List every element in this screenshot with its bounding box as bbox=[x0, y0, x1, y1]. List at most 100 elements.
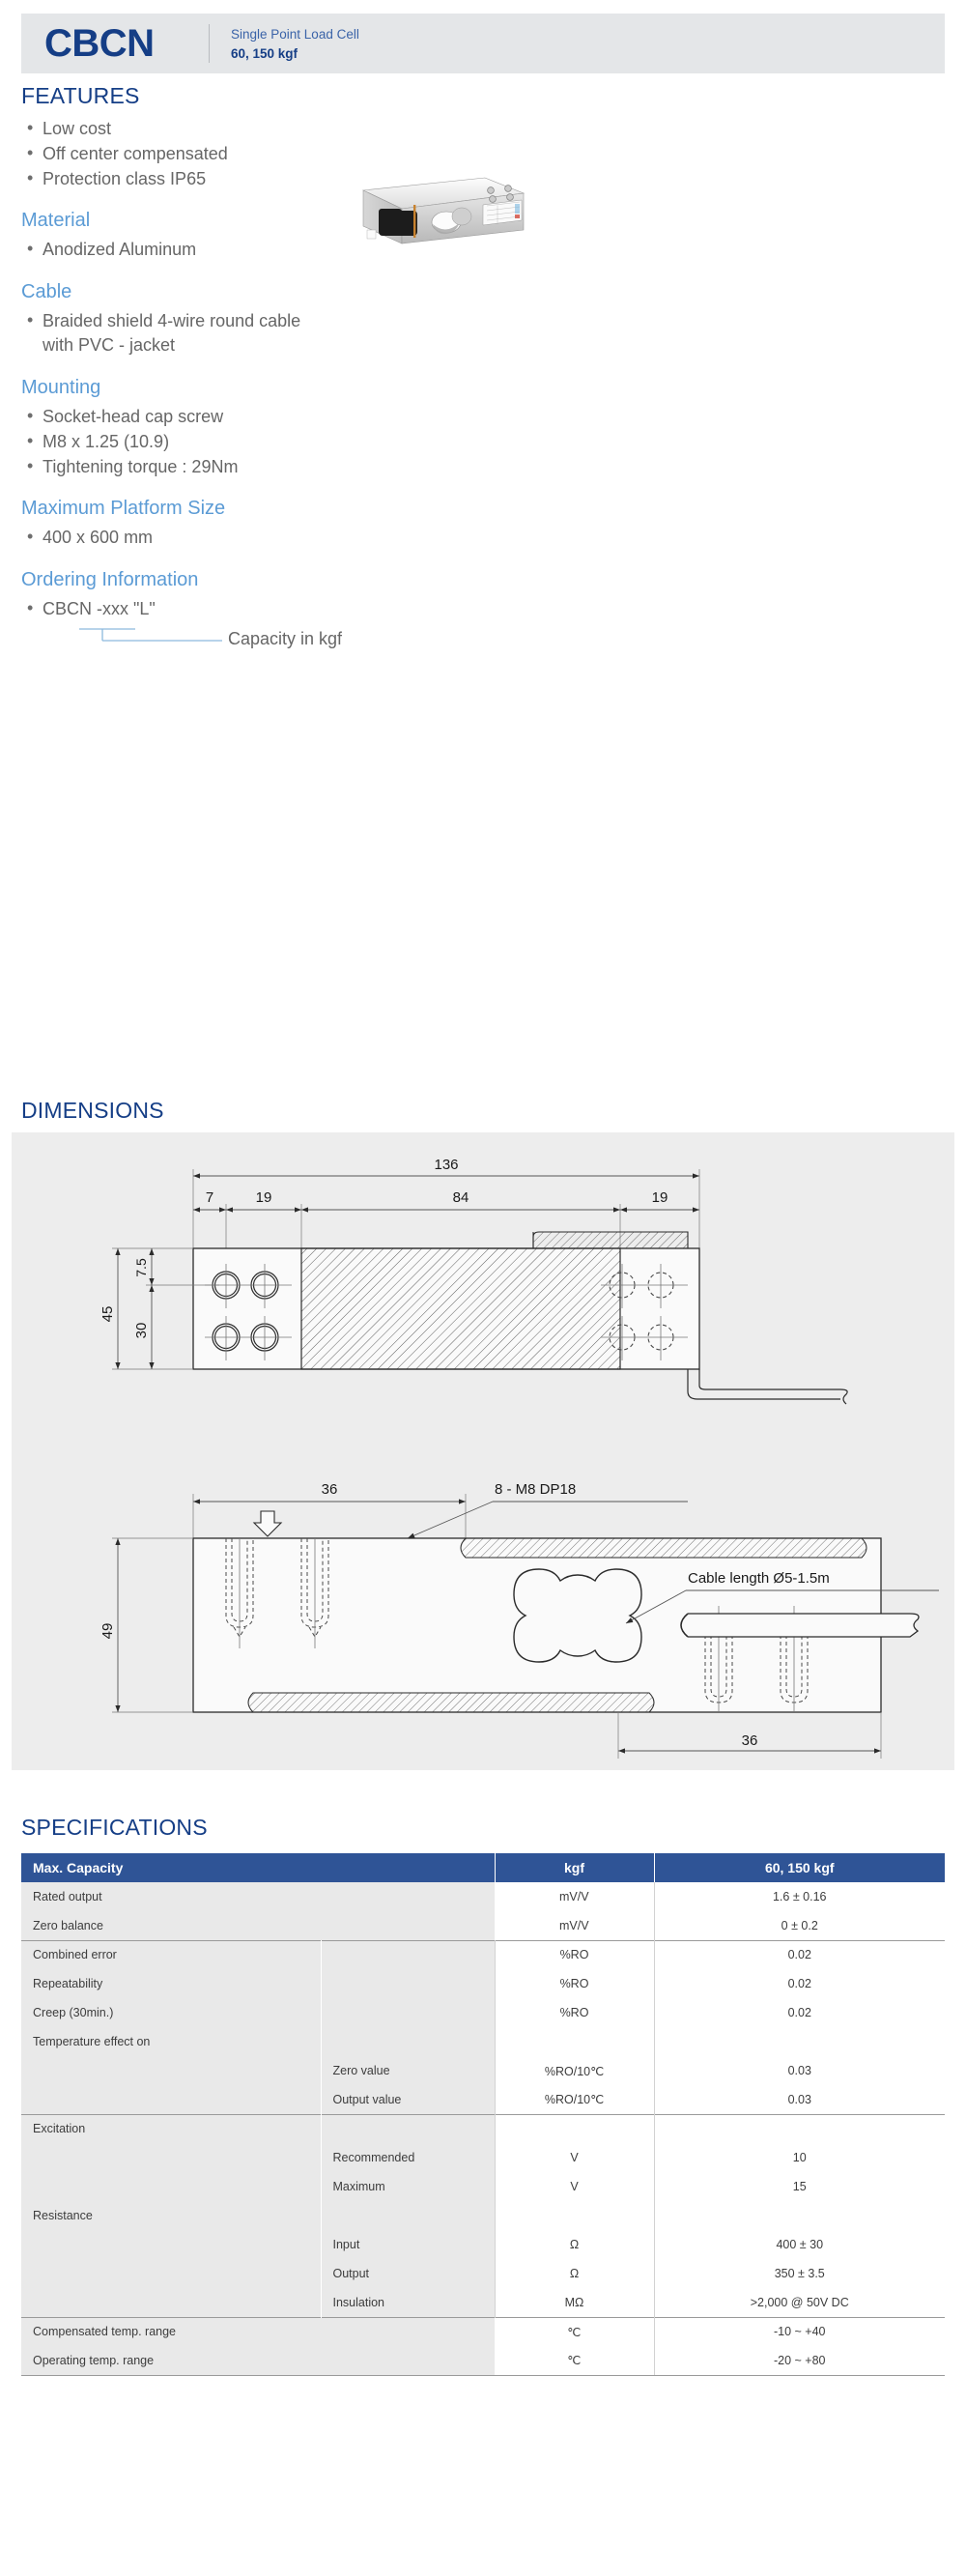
cable-length-label: Cable length Ø5-1.5m bbox=[688, 1570, 830, 1587]
cell-unit: Ω bbox=[495, 2259, 655, 2288]
table-row: Operating temp. range℃-20 ~ +80 bbox=[21, 2346, 945, 2376]
cell-unit bbox=[495, 2113, 655, 2143]
cell-label: Zero balance bbox=[21, 1911, 495, 1940]
list-item: Socket-head cap screw bbox=[21, 404, 601, 429]
cell-value: 350 ± 3.5 bbox=[654, 2259, 945, 2288]
cell-label: Combined error bbox=[21, 1939, 322, 1969]
product-type-label: Single Point Load Cell bbox=[231, 26, 359, 42]
features-list: Low cost Off center compensated Protecti… bbox=[21, 116, 601, 191]
specifications-table: Max. Capacity kgf 60, 150 kgf Rated outp… bbox=[21, 1853, 945, 2376]
header-divider bbox=[209, 24, 210, 63]
list-item: Off center compensated bbox=[21, 141, 601, 166]
cell-sublabel: Maximum bbox=[321, 2172, 496, 2201]
product-photo bbox=[340, 166, 529, 274]
platform-size-list: 400 x 600 mm bbox=[21, 525, 601, 550]
table-header: Max. Capacity kgf 60, 150 kgf bbox=[21, 1853, 945, 1882]
header-text-group: Single Point Load Cell 60, 150 kgf bbox=[231, 27, 359, 61]
cell-label bbox=[21, 2143, 322, 2172]
list-item: Anodized Aluminum bbox=[21, 237, 601, 262]
dimensions-heading: DIMENSIONS bbox=[21, 1098, 164, 1123]
product-capacity-label: 60, 150 kgf bbox=[231, 45, 298, 61]
product-model-title: CBCN bbox=[44, 21, 155, 65]
cell-unit: mV/V bbox=[495, 1882, 655, 1911]
cell-sublabel: Output bbox=[321, 2259, 496, 2288]
cell-unit bbox=[495, 2027, 655, 2056]
cell-unit: %RO bbox=[495, 1939, 655, 1969]
specifications-heading: SPECIFICATIONS bbox=[21, 1815, 208, 1840]
col-header-capacity: Max. Capacity bbox=[21, 1853, 496, 1882]
material-list: Anodized Aluminum bbox=[21, 237, 601, 262]
cell-label bbox=[21, 2288, 322, 2317]
dim-49: 49 bbox=[99, 1623, 116, 1640]
cell-sublabel: Recommended bbox=[321, 2143, 496, 2172]
cell-sublabel: Insulation bbox=[321, 2288, 496, 2317]
mounting-list: Socket-head cap screw M8 x 1.25 (10.9) T… bbox=[21, 404, 601, 479]
cell-value: 0 ± 0.2 bbox=[654, 1911, 945, 1940]
dim-19-left: 19 bbox=[256, 1189, 272, 1206]
cell-label bbox=[21, 2056, 322, 2085]
cell-unit bbox=[495, 2201, 655, 2230]
cell-sublabel bbox=[321, 2027, 496, 2056]
table-row: Compensated temp. range℃-10 ~ +40 bbox=[21, 2316, 945, 2346]
table-row: Excitation bbox=[21, 2113, 945, 2143]
dimensions-drawing: 136 7 19 84 19 bbox=[99, 1157, 939, 1759]
dim-19-right: 19 bbox=[652, 1189, 668, 1206]
cell-value: 0.02 bbox=[654, 1939, 945, 1969]
dim-36-bottom: 36 bbox=[742, 1732, 758, 1749]
cell-unit: %RO bbox=[495, 1998, 655, 2027]
thread-callout-label: 8 - M8 DP18 bbox=[495, 1481, 576, 1498]
cell-unit: ℃ bbox=[495, 2316, 655, 2346]
cell-unit: %RO/10℃ bbox=[495, 2085, 655, 2114]
cell-unit: mV/V bbox=[495, 1911, 655, 1940]
cell-sublabel bbox=[321, 1998, 496, 2027]
cell-label: Excitation bbox=[21, 2113, 322, 2143]
dimensions-drawing-panel: 136 7 19 84 19 bbox=[12, 1132, 954, 1770]
bottom-view: 36 8 - M8 DP18 bbox=[99, 1481, 939, 1759]
material-heading: Material bbox=[21, 210, 91, 232]
cell-unit: MΩ bbox=[495, 2288, 655, 2317]
cable-line2: with PVC - jacket bbox=[43, 335, 176, 356]
cell-sublabel bbox=[321, 1969, 496, 1998]
cell-label bbox=[21, 2172, 322, 2201]
dim-84: 84 bbox=[453, 1189, 469, 1206]
dim-36-top: 36 bbox=[322, 1481, 338, 1498]
leader-line-icon bbox=[79, 628, 222, 642]
cell-sublabel bbox=[321, 2113, 496, 2143]
cell-value: 400 ± 30 bbox=[654, 2230, 945, 2259]
ordering-leader: Capacity in kgf bbox=[21, 623, 601, 656]
ordering-info-list: CBCN -xxx "L" bbox=[21, 596, 601, 621]
cell-sublabel bbox=[321, 2201, 496, 2230]
cell-label: Temperature effect on bbox=[21, 2027, 322, 2056]
cell-label: Repeatability bbox=[21, 1969, 322, 1998]
cell-value: 0.02 bbox=[654, 1998, 945, 2027]
cell-value: 1.6 ± 0.16 bbox=[654, 1882, 945, 1911]
cell-label bbox=[21, 2230, 322, 2259]
col-header-unit: kgf bbox=[495, 1853, 655, 1882]
platform-size-heading: Maximum Platform Size bbox=[21, 498, 226, 520]
cable-line1: Braided shield 4-wire round cable bbox=[43, 311, 301, 331]
ordering-leader-label: Capacity in kgf bbox=[228, 629, 343, 649]
col-header-value: 60, 150 kgf bbox=[654, 1853, 945, 1882]
mounting-heading: Mounting bbox=[21, 376, 101, 398]
list-item: Protection class IP65 bbox=[21, 166, 601, 191]
cell-label: Operating temp. range bbox=[21, 2346, 495, 2376]
cell-sublabel: Input bbox=[321, 2230, 496, 2259]
list-item: 400 x 600 mm bbox=[21, 525, 601, 550]
cell-value: 15 bbox=[654, 2172, 945, 2201]
cell-value: 10 bbox=[654, 2143, 945, 2172]
list-item: Tightening torque : 29Nm bbox=[21, 454, 601, 479]
dim-7-5: 7.5 bbox=[133, 1258, 149, 1277]
